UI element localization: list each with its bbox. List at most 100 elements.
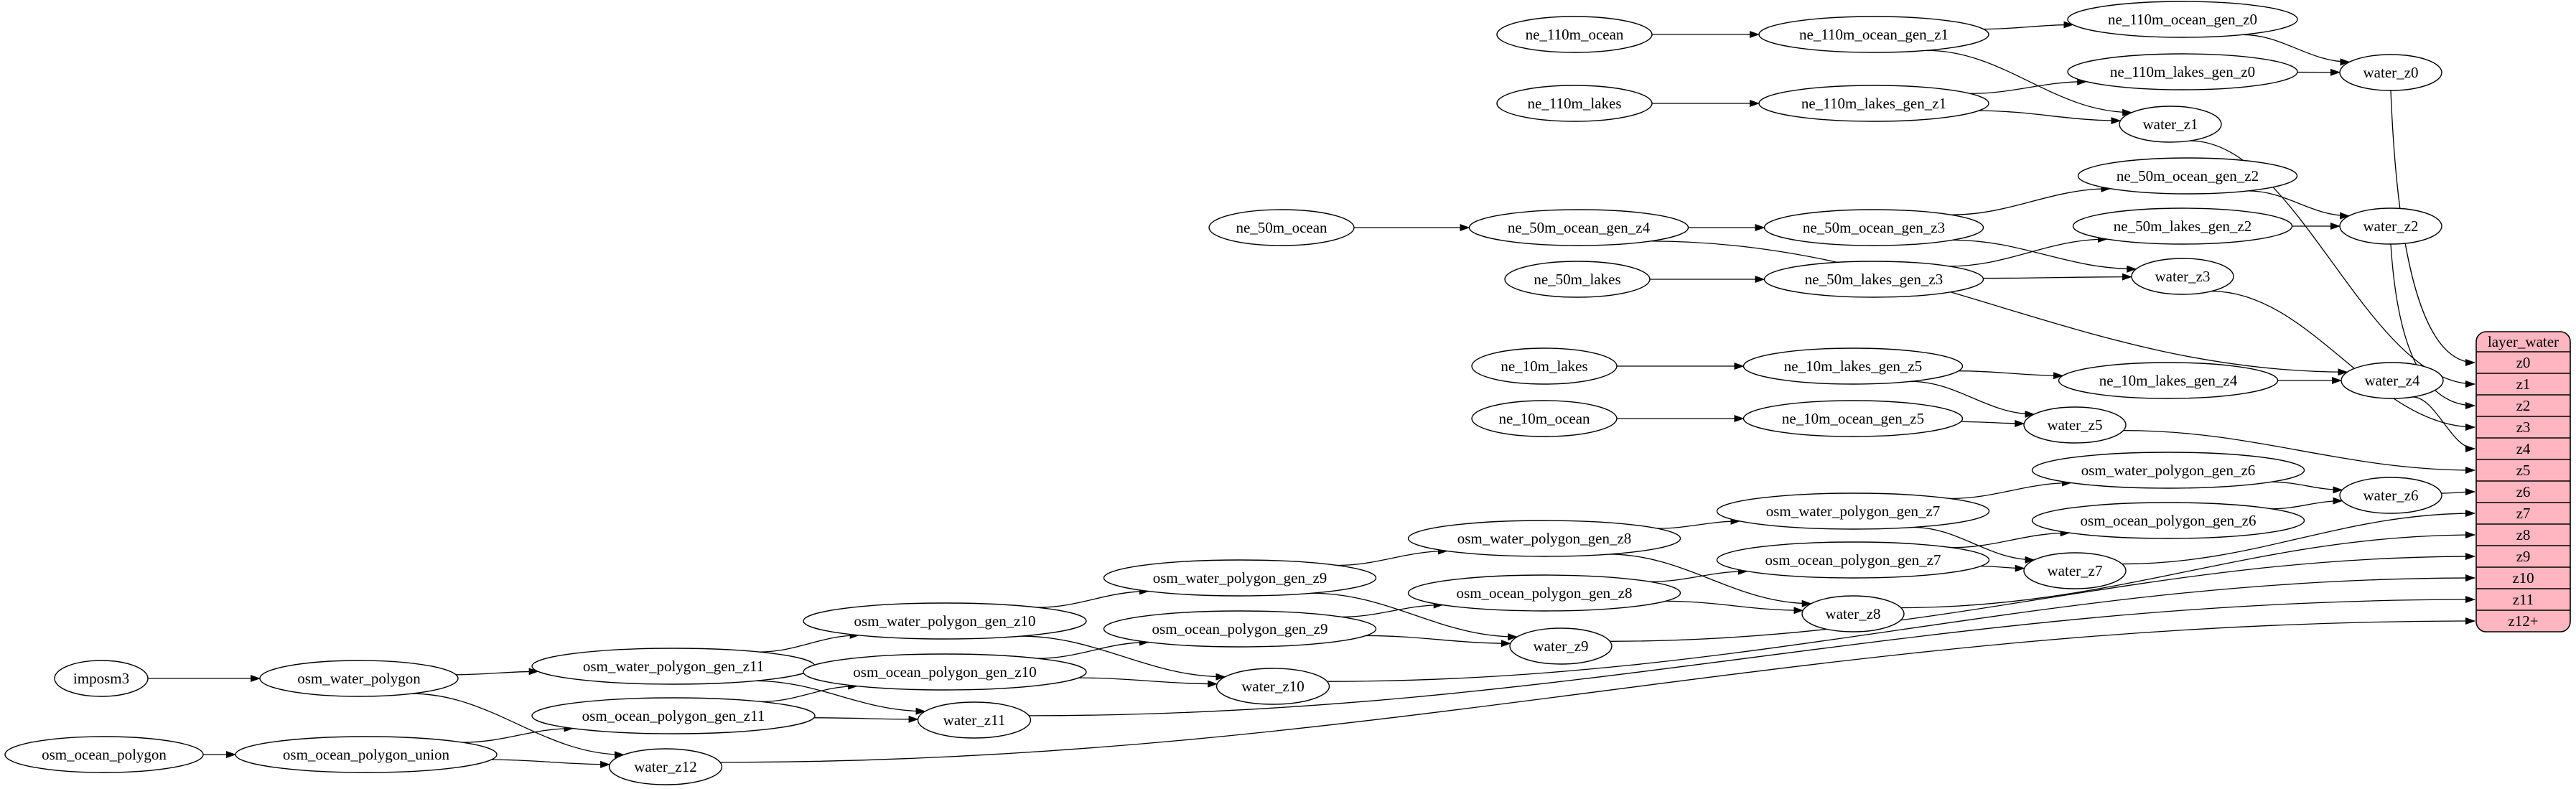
edge-osm_ocean_polygon_gen_z8-to-water_z8 bbox=[1665, 600, 1804, 615]
node-water_z5: water_z5 bbox=[2023, 406, 2127, 444]
edge-ne_110m_lakes_gen_z1-to-ne_110m_lakes_gen_z0 bbox=[1969, 78, 2088, 94]
edge-water_z5-to-layer-row-z5 bbox=[2123, 429, 2475, 474]
node-label-ne_10m_lakes: ne_10m_lakes bbox=[1501, 358, 1587, 375]
node-water_z9: water_z9 bbox=[1509, 627, 1613, 665]
record-row-z5: z5 bbox=[2516, 462, 2531, 479]
record-row-z1: z1 bbox=[2516, 375, 2531, 393]
node-label-osm_water_polygon_gen_z9: osm_water_polygon_gen_z9 bbox=[1153, 569, 1327, 587]
edge-osm_ocean_polygon_union-to-water_z12 bbox=[491, 759, 611, 768]
nodes: imposm3 osm_ocean_polygon osm_water_polygo… bbox=[4, 1, 2444, 785]
node-label-ne_10m_ocean_gen_z5: ne_10m_ocean_gen_z5 bbox=[1782, 410, 1924, 427]
node-water_z6: water_z6 bbox=[2339, 477, 2442, 514]
node-label-ne_50m_lakes: ne_50m_lakes bbox=[1534, 271, 1620, 288]
edge-ne_50m_lakes_gen_z3-to-water_z3 bbox=[1983, 273, 2133, 281]
node-label-osm_ocean_polygon_gen_z11: osm_ocean_polygon_gen_z11 bbox=[582, 707, 765, 724]
edge-ne_50m_ocean_gen_z4-to-water_z4 bbox=[1651, 241, 2348, 376]
node-ne_50m_lakes_gen_z2: ne_50m_lakes_gen_z2 bbox=[2072, 207, 2293, 245]
node-water_z1: water_z1 bbox=[2119, 106, 2222, 143]
edge-osm_water_polygon_gen_z9-to-water_z9 bbox=[1311, 592, 1518, 641]
edge-osm_water_polygon_gen_z7-to-water_z7 bbox=[1913, 526, 2035, 564]
node-label-ne_110m_ocean_gen_z1: ne_110m_ocean_gen_z1 bbox=[1799, 26, 1949, 43]
node-label-osm_ocean_polygon_gen_z7: osm_ocean_polygon_gen_z7 bbox=[1765, 551, 1941, 569]
node-osm_ocean_polygon: osm_ocean_polygon bbox=[4, 736, 204, 773]
edge-ne_10m_lakes_gen_z5-to-ne_10m_lakes_gen_z4 bbox=[1958, 370, 2064, 380]
node-label-ne_110m_lakes_gen_z1: ne_110m_lakes_gen_z1 bbox=[1801, 95, 1946, 112]
node-osm_ocean_polygon_union: osm_ocean_polygon_union bbox=[235, 736, 498, 773]
record-row-z8: z8 bbox=[2516, 526, 2531, 543]
node-water_z2: water_z2 bbox=[2339, 207, 2442, 245]
node-label-water_z11: water_z11 bbox=[943, 711, 1006, 729]
edge-water_z2-to-layer-row-z2 bbox=[2390, 243, 2475, 409]
record-row-z0: z0 bbox=[2516, 354, 2531, 371]
node-label-ne_50m_ocean_gen_z2: ne_50m_ocean_gen_z2 bbox=[2117, 167, 2259, 185]
node-water_z7: water_z7 bbox=[2023, 552, 2127, 589]
edge-osm_ocean_polygon_gen_z7-to-water_z7 bbox=[1980, 564, 2025, 572]
node-water_z8: water_z8 bbox=[1801, 595, 1905, 632]
node-label-osm_ocean_polygon: osm_ocean_polygon bbox=[42, 746, 167, 763]
node-osm_water_polygon_gen_z8: osm_water_polygon_gen_z8 bbox=[1407, 520, 1681, 557]
edge-osm_ocean_polygon_gen_z6-to-water_z6 bbox=[2271, 497, 2343, 510]
edge-osm_ocean_polygon_gen_z10-to-water_z10 bbox=[1078, 677, 1218, 688]
edge-ne_10m_lakes_gen_z5-to-water_z5 bbox=[1910, 381, 2035, 418]
record-row-z6: z6 bbox=[2516, 483, 2531, 500]
record-row-z4: z4 bbox=[2516, 440, 2531, 457]
node-label-osm_ocean_polygon_gen_z6: osm_ocean_polygon_gen_z6 bbox=[2081, 512, 2257, 529]
edge-osm_water_polygon-to-osm_water_polygon_gen_z11 bbox=[455, 668, 539, 676]
node-label-imposm3: imposm3 bbox=[73, 670, 129, 687]
edge-osm_water_polygon_gen_z9-to-osm_water_polygon_gen_z8 bbox=[1337, 547, 1448, 566]
node-label-ne_110m_lakes_gen_z0: ne_110m_lakes_gen_z0 bbox=[2110, 63, 2255, 80]
node-label-osm_ocean_polygon_union: osm_ocean_polygon_union bbox=[283, 746, 450, 763]
node-label-osm_ocean_polygon_gen_z10: osm_ocean_polygon_gen_z10 bbox=[853, 663, 1036, 681]
edge-water_z3-to-layer-row-z3 bbox=[2211, 290, 2475, 431]
edge-ne_50m_ocean_gen_z2-to-water_z2 bbox=[2248, 190, 2350, 220]
edge-osm_water_polygon_gen_z8-to-osm_water_polygon_gen_z7 bbox=[1657, 517, 1741, 529]
node-label-ne_50m_lakes_gen_z2: ne_50m_lakes_gen_z2 bbox=[2114, 218, 2251, 235]
node-label-ne_50m_ocean_gen_z3: ne_50m_ocean_gen_z3 bbox=[1803, 219, 1945, 236]
node-osm_ocean_polygon_gen_z6: osm_ocean_polygon_gen_z6 bbox=[2031, 502, 2305, 539]
node-water_z0: water_z0 bbox=[2339, 54, 2442, 91]
node-label-ne_50m_ocean: ne_50m_ocean bbox=[1236, 219, 1327, 236]
edge-water_z0-to-layer-row-z0 bbox=[2390, 90, 2475, 366]
node-ne_10m_lakes: ne_10m_lakes bbox=[1471, 347, 1618, 385]
node-osm_water_polygon_gen_z11: osm_water_polygon_gen_z11 bbox=[531, 648, 816, 685]
node-ne_50m_lakes_gen_z3: ne_50m_lakes_gen_z3 bbox=[1763, 261, 1984, 298]
node-label-water_z4: water_z4 bbox=[2365, 372, 2420, 389]
node-ne_10m_lakes_gen_z4: ne_10m_lakes_gen_z4 bbox=[2058, 362, 2279, 399]
node-ne_110m_ocean: ne_110m_ocean bbox=[1496, 16, 1653, 53]
edge-osm_water_polygon_gen_z6-to-water_z6 bbox=[2271, 481, 2343, 494]
node-osm_water_polygon: osm_water_polygon bbox=[259, 660, 459, 697]
node-label-ne_110m_ocean_gen_z0: ne_110m_ocean_gen_z0 bbox=[2108, 11, 2257, 28]
edges bbox=[147, 21, 2475, 768]
node-osm_water_polygon_gen_z10: osm_water_polygon_gen_z10 bbox=[803, 602, 1087, 640]
node-ne_10m_ocean_gen_z5: ne_10m_ocean_gen_z5 bbox=[1742, 400, 1964, 437]
record-row-z12+: z12+ bbox=[2508, 612, 2538, 630]
node-label-ne_10m_lakes_gen_z4: ne_10m_lakes_gen_z4 bbox=[2099, 372, 2238, 389]
node-ne_110m_ocean_gen_z1: ne_110m_ocean_gen_z1 bbox=[1758, 16, 1989, 53]
edge-osm_water_polygon_gen_z11-to-osm_water_polygon_gen_z10 bbox=[759, 631, 860, 653]
node-water_z3: water_z3 bbox=[2131, 258, 2234, 295]
edge-ne_50m_ocean_gen_z3-to-ne_50m_ocean_gen_z2 bbox=[1951, 185, 2111, 215]
node-label-osm_ocean_polygon_gen_z8: osm_ocean_polygon_gen_z8 bbox=[1457, 584, 1633, 602]
node-osm_water_polygon_gen_z9: osm_water_polygon_gen_z9 bbox=[1103, 559, 1377, 597]
node-osm_ocean_polygon_gen_z7: osm_ocean_polygon_gen_z7 bbox=[1716, 541, 1990, 579]
node-ne_50m_ocean_gen_z4: ne_50m_ocean_gen_z4 bbox=[1468, 209, 1689, 246]
node-label-water_z2: water_z2 bbox=[2363, 218, 2419, 235]
node-label-osm_water_polygon: osm_water_polygon bbox=[297, 670, 421, 687]
node-water_z11: water_z11 bbox=[917, 701, 1032, 739]
node-ne_10m_lakes_gen_z5: ne_10m_lakes_gen_z5 bbox=[1742, 347, 1964, 385]
edge-water_z9-to-layer-row-z9 bbox=[1610, 553, 2475, 642]
node-label-water_z3: water_z3 bbox=[2155, 268, 2211, 285]
edge-osm_ocean_polygon_gen_z10-to-osm_ocean_polygon_gen_z9 bbox=[1037, 638, 1149, 659]
edge-osm_ocean_polygon_gen_z8-to-osm_ocean_polygon_gen_z7 bbox=[1650, 567, 1748, 582]
node-label-water_z10: water_z10 bbox=[1241, 678, 1304, 695]
edge-osm_ocean_polygon_gen_z9-to-water_z9 bbox=[1366, 635, 1511, 648]
edge-osm_ocean_polygon_union-to-osm_ocean_polygon_gen_z11 bbox=[462, 724, 574, 743]
record-row-z10: z10 bbox=[2512, 569, 2534, 587]
node-label-osm_water_polygon_gen_z6: osm_water_polygon_gen_z6 bbox=[2081, 462, 2256, 479]
edge-ne_50m_lakes_gen_z3-to-ne_50m_lakes_gen_z2 bbox=[1949, 235, 2108, 267]
record-row-z11: z11 bbox=[2513, 591, 2534, 608]
node-ne_50m_lakes: ne_50m_lakes bbox=[1504, 261, 1651, 298]
record-title: layer_water bbox=[2488, 333, 2559, 350]
node-label-water_z7: water_z7 bbox=[2048, 562, 2103, 579]
